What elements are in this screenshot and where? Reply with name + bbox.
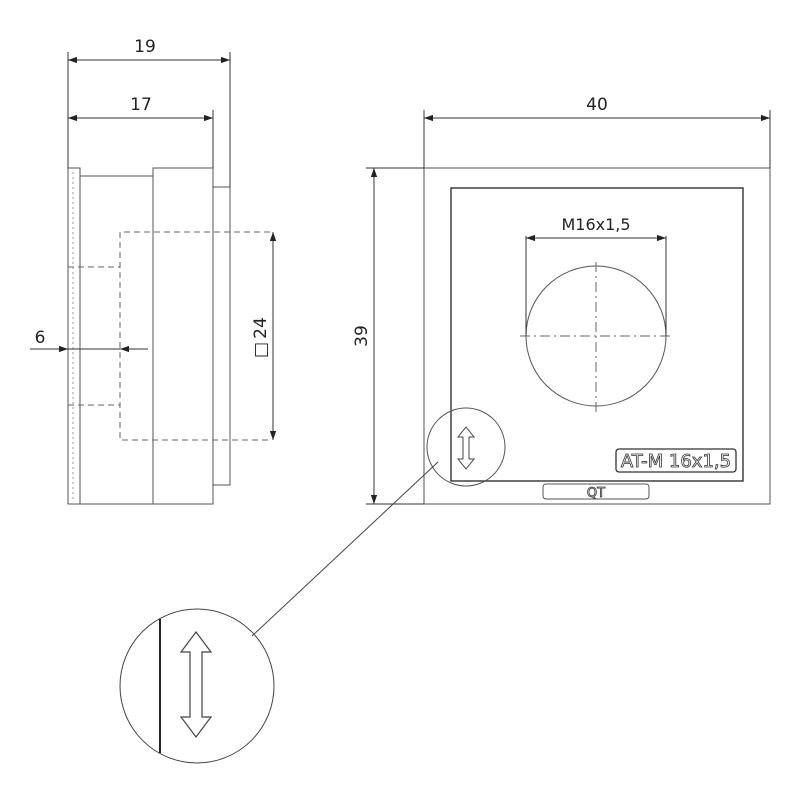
dim-24: 24 <box>251 317 271 339</box>
dim-17: 17 <box>130 95 152 115</box>
marking-badge <box>615 448 737 473</box>
side-hidden-lines <box>68 231 270 441</box>
dim-19: 19 <box>134 37 156 57</box>
front-view <box>423 167 771 505</box>
detail-leader-line <box>251 461 439 637</box>
qt-tab <box>542 483 650 500</box>
dim-40: 40 <box>586 95 608 115</box>
dim-6: 6 <box>35 328 46 348</box>
front-dimensions <box>366 110 771 505</box>
side-flange <box>67 167 81 505</box>
front-outer-frame <box>423 167 771 505</box>
detail-arrow-icon <box>179 631 213 738</box>
side-view <box>67 167 270 505</box>
side-rear-plate <box>212 186 231 486</box>
side-rear-block <box>152 167 214 505</box>
side-dimensions <box>30 52 277 440</box>
double-arrow-vertical-icon <box>456 426 476 470</box>
qt-label: QT <box>587 486 605 501</box>
detail-callout-circle <box>426 407 506 487</box>
detail-circle <box>119 608 275 764</box>
detail-view <box>119 608 275 764</box>
front-inner-plate <box>450 187 744 482</box>
marking-label: AT-M 16x1,5 <box>621 451 731 472</box>
dim-39: 39 <box>352 325 372 347</box>
thread-label: M16x1,5 <box>561 215 630 234</box>
side-body <box>79 175 154 505</box>
dim-square-symbol: □ <box>251 342 271 358</box>
